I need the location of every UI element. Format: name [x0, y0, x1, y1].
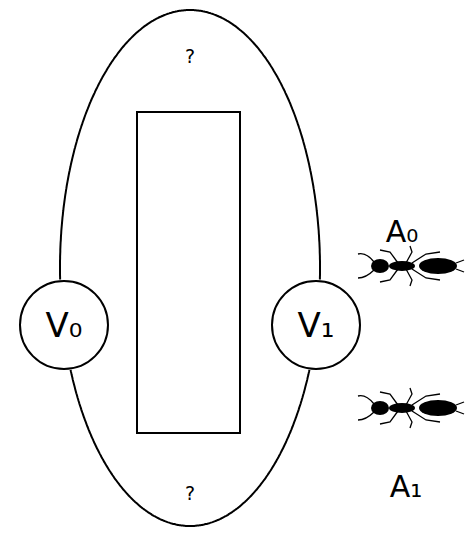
arc-connector: [60, 10, 320, 280]
ant-label: A₁: [390, 472, 423, 502]
edge-label: ?: [185, 484, 195, 503]
circle-node: V₁: [271, 280, 361, 370]
rectangle: [137, 112, 240, 433]
circle-node: V₀: [19, 280, 109, 370]
ant-icon: [358, 388, 464, 428]
node-label: V₁: [298, 308, 335, 342]
ant-label: A₀: [386, 217, 419, 247]
edge-label: ?: [185, 47, 195, 66]
node-label: V₀: [46, 308, 83, 342]
ant-icon: [358, 246, 464, 286]
arc-connector: [71, 370, 310, 526]
